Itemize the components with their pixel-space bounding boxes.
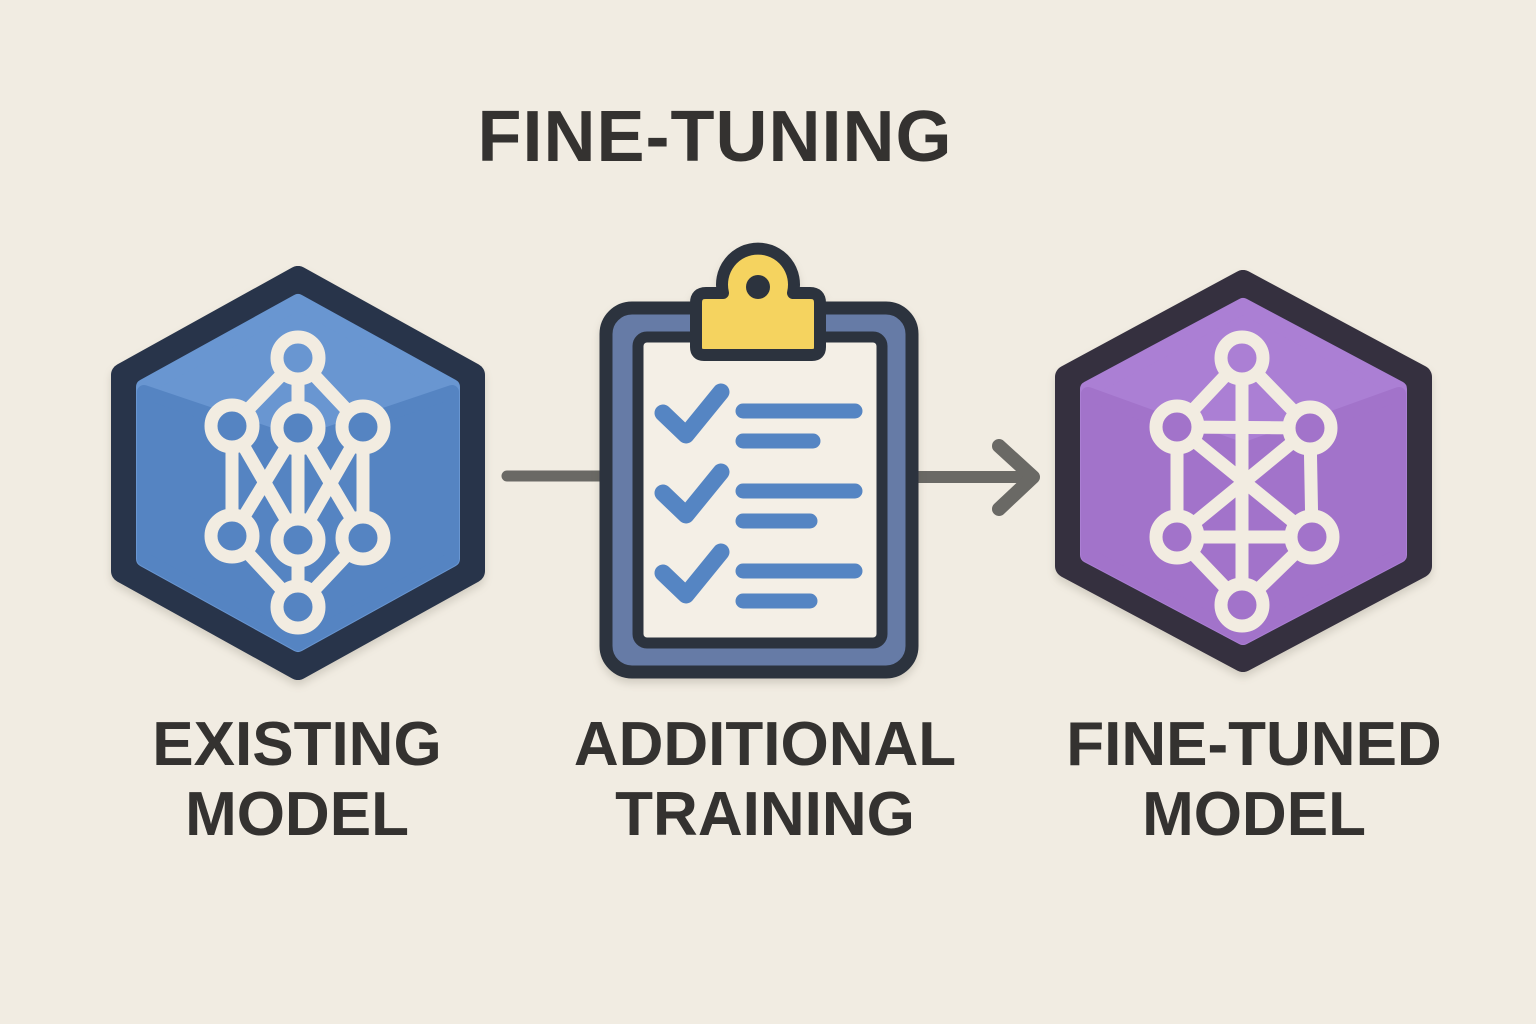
fine-tuned-model-label: FINE-TUNED MODEL: [1004, 710, 1504, 850]
checklist-row: [654, 383, 863, 449]
additional-training-label: ADDITIONAL TRAINING: [515, 710, 1015, 850]
checklist-row: [654, 463, 863, 529]
diagram-title: FINE-TUNING: [477, 97, 953, 177]
checklist-row: [654, 543, 863, 609]
label-line: TRAINING: [615, 780, 915, 849]
clip-hole: [746, 275, 770, 299]
existing-model-label: EXISTING MODEL: [47, 710, 547, 850]
existing-model-hexagon-icon: [111, 266, 485, 680]
clipboard-checklist-icon: [599, 242, 919, 679]
checkmark-icon: [654, 383, 730, 444]
label-line: MODEL: [1142, 780, 1366, 849]
clipboard-clip: [690, 242, 826, 361]
connector-arrow: [910, 439, 1040, 516]
label-line: EXISTING: [152, 710, 442, 779]
arrowhead-icon: [992, 439, 1040, 516]
checkmark-icon: [654, 463, 730, 524]
network-nodes: [1149, 330, 1340, 633]
label-line: ADDITIONAL: [573, 710, 957, 779]
label-line: FINE-TUNED: [1066, 710, 1442, 779]
fine-tuned-model-hexagon-icon: [1055, 270, 1432, 672]
checklist: [654, 383, 863, 609]
checkmark-icon: [654, 543, 730, 604]
network-nodes: [204, 330, 391, 635]
label-line: MODEL: [185, 780, 409, 849]
